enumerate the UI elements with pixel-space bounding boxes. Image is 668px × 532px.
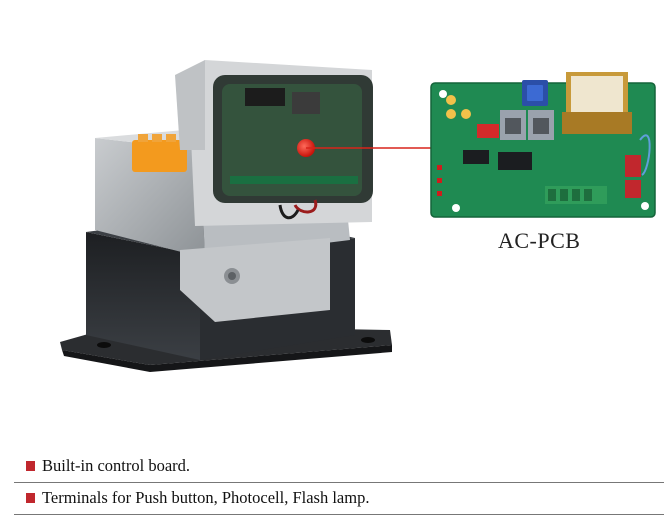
- control-board-image: [430, 72, 656, 218]
- feature-text: Terminals for Push button, Photocell, Fl…: [42, 488, 370, 507]
- product-illustration: AC-PCB: [60, 60, 656, 372]
- divider: [14, 514, 664, 515]
- bullet-icon: [26, 461, 35, 471]
- bullet-icon: [26, 493, 35, 503]
- board-label: AC-PCB: [498, 228, 581, 253]
- feature-item: Terminals for Push button, Photocell, Fl…: [0, 482, 668, 514]
- divider: [14, 482, 664, 483]
- gate-motor-unit: [60, 60, 392, 372]
- feature-list: Built-in control board. Terminals for Pu…: [0, 450, 668, 515]
- feature-text: Built-in control board.: [42, 456, 191, 475]
- feature-item: Built-in control board.: [0, 450, 668, 482]
